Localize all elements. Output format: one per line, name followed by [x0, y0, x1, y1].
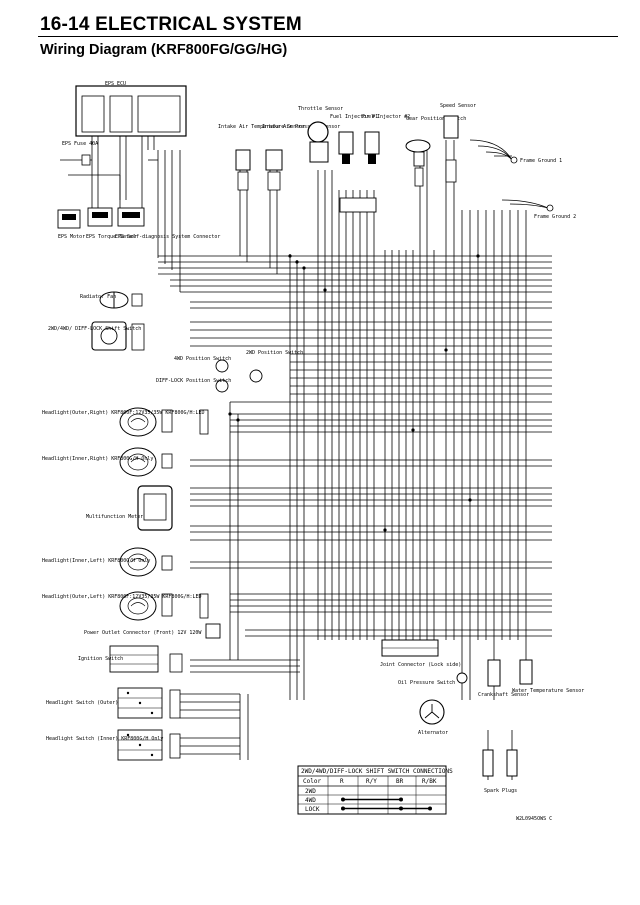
- difflock-position-label: DIFF-LOCK Position Switch: [156, 378, 231, 384]
- eps-ecu-wires: [60, 136, 155, 210]
- intake-air-pressure-label: Intake Air Pressure Sensor: [262, 124, 340, 130]
- eps-motor-connector: [57, 209, 81, 229]
- 2wd-position-label: 2WD Position Switch: [246, 350, 303, 356]
- junction-dots: [228, 254, 480, 532]
- eps-fuse-icon: [81, 154, 91, 166]
- meter-label: Multifunction Meter: [86, 514, 143, 520]
- ignition-switch-label: Ignition Switch: [78, 656, 123, 662]
- speed-sensor-label: Speed Sensor: [440, 103, 476, 109]
- shift-switch: 2WD/4WD/ DIFF-LOCK Shift Switch: [48, 321, 145, 351]
- joint-connector-label: Joint Connector (Lock side): [380, 662, 461, 668]
- headlight-switch-outer-label: Headlight Switch (Outer): [46, 700, 118, 706]
- eps-diag-label: EPS Self-diagnosis System Connector: [115, 234, 220, 240]
- table-header-rbk: R/BK: [422, 778, 437, 785]
- table-header-r: R: [340, 778, 344, 785]
- water-temp-label: Water Temperature Sensor: [512, 688, 584, 694]
- table-header-br: BR: [396, 778, 404, 785]
- radiator-fan-label: Radiator Fan: [80, 294, 116, 300]
- fuel-injector-2-label: Fuel Injector #2: [362, 114, 410, 120]
- headlight-outer-left-label: Headlight(Outer,Left) KRF800F:12V35/35W …: [42, 594, 202, 600]
- headlight-switch-inner: Headlight Switch (Inner) KRF800G/H Only: [46, 729, 181, 761]
- eps-ecu-label: EPS ECU: [105, 81, 126, 87]
- page-title: Wiring Diagram (KRF800FG/GG/HG): [40, 42, 288, 58]
- headlight-inner-right: Headlight(Inner,Right) KRF800G/H Only: [42, 447, 173, 477]
- alternator: Alternator: [418, 699, 448, 736]
- fuel-injector-connector: [339, 197, 377, 213]
- crankshaft-sensor: Crankshaft Sensor: [478, 659, 529, 698]
- headlight-inner-left-label: Headlight(Inner,Left) KRF800G/H Only: [42, 558, 150, 564]
- radiator-fan: Radiator Fan: [80, 291, 143, 309]
- fuel-injector-1-label: Fuel Injector #1: [330, 114, 378, 120]
- power-outlet-label: Power Outlet Connector (Front) 12V 120W: [84, 630, 202, 636]
- switch-connection-table: 2WD/4WD/DIFF-LOCK SHIFT SWITCH CONNECTIO…: [297, 765, 453, 815]
- multifunction-meter: Multifunction Meter: [86, 485, 173, 531]
- joint-connector: Joint Connector (Lock side): [380, 639, 461, 668]
- table-row-lock: LOCK: [305, 806, 320, 813]
- table-header-ry: R/Y: [366, 778, 377, 785]
- spark-plugs: Spark Plugs: [482, 730, 518, 794]
- headlight-outer-right-label: Headlight(Outer,Right) KRF800F:12V35/35W…: [42, 410, 205, 416]
- frame-ground-1: Frame Ground 1: [469, 139, 562, 164]
- throttle-label: Throttle Sensor: [298, 106, 343, 112]
- 4wd-position-label: 4WD Position Switch: [174, 356, 231, 362]
- headlight-switch-outer: Headlight Switch (Outer): [46, 687, 181, 719]
- gear-position-label: Gear Position Switch: [406, 116, 466, 122]
- intake-air-temp-label: Intake Air Temperature Sensor: [218, 124, 305, 130]
- power-outlet-connector: Power Outlet Connector (Front) 12V 120W: [84, 623, 221, 639]
- section-heading: 16-14 ELECTRICAL SYSTEM: [40, 14, 302, 35]
- spark-plugs-label: Spark Plugs: [484, 788, 517, 794]
- intake-air-pressure-sensor: Intake Air Pressure Sensor: [262, 124, 340, 191]
- shift-switch-label: 2WD/4WD/ DIFF-LOCK Shift Switch: [48, 326, 141, 332]
- frame-ground-2: Frame Ground 2: [501, 199, 576, 220]
- intake-air-temp-sensor: Intake Air Temperature Sensor: [218, 124, 305, 191]
- wire-harness-horizontal: [148, 159, 552, 755]
- eps-motor-label: EPS Motor: [58, 234, 85, 240]
- ignition-switch: Ignition Switch: [78, 645, 183, 673]
- headlight-inner-left: Headlight(Inner,Left) KRF800G/H Only: [42, 547, 173, 577]
- crankshaft-label: Crankshaft Sensor: [478, 692, 529, 698]
- table-row-2wd: 2WD: [305, 788, 316, 795]
- figure-code: W2L0945OWS C: [516, 816, 552, 822]
- oil-pressure-switch: Oil Pressure Switch: [398, 672, 468, 686]
- frame-ground-2-label: Frame Ground 2: [534, 214, 576, 220]
- throttle-sensor: Throttle Sensor: [298, 106, 343, 163]
- eps-torque-label: EPS Torque Sensor: [86, 234, 137, 240]
- headlight-inner-right-label: Headlight(Inner,Right) KRF800G/H Only: [42, 456, 153, 462]
- heading-rule: [38, 36, 618, 38]
- fuel-injector-2: Fuel Injector #2: [362, 114, 410, 164]
- table-header-color: Color: [303, 778, 321, 785]
- headlight-switch-inner-label: Headlight Switch (Inner) KRF800G/H Only: [46, 736, 163, 742]
- water-temp-sensor: Water Temperature Sensor: [512, 659, 584, 694]
- 4wd-position-switch: 4WD Position Switch: [174, 356, 231, 373]
- headlight-outer-right: Headlight(Outer,Right) KRF800F:12V35/35W…: [42, 407, 209, 437]
- eps-fuse-label: EPS Fuse 40A: [62, 141, 98, 147]
- table-title: 2WD/4WD/DIFF-LOCK SHIFT SWITCH CONNECTIO…: [301, 768, 453, 775]
- difflock-position-switch: DIFF-LOCK Position Switch: [156, 378, 231, 393]
- gear-position-switch: Gear Position Switch: [405, 116, 466, 187]
- fuel-injector-1: Fuel Injector #1: [330, 114, 378, 164]
- table-row-4wd: 4WD: [305, 797, 316, 804]
- wire-harness-vertical: [157, 140, 527, 760]
- 2wd-position-switch: 2WD Position Switch: [246, 350, 303, 383]
- eps-ecu: EPS ECU: [75, 81, 187, 137]
- alternator-label: Alternator: [418, 730, 448, 736]
- eps-diag-connector: [117, 207, 145, 227]
- oil-pressure-label: Oil Pressure Switch: [398, 680, 455, 686]
- speed-sensor: Speed Sensor: [440, 103, 476, 183]
- eps-torque-connector: [87, 207, 113, 227]
- headlight-outer-left: Headlight(Outer,Left) KRF800F:12V35/35W …: [42, 591, 209, 621]
- frame-ground-1-label: Frame Ground 1: [520, 158, 562, 164]
